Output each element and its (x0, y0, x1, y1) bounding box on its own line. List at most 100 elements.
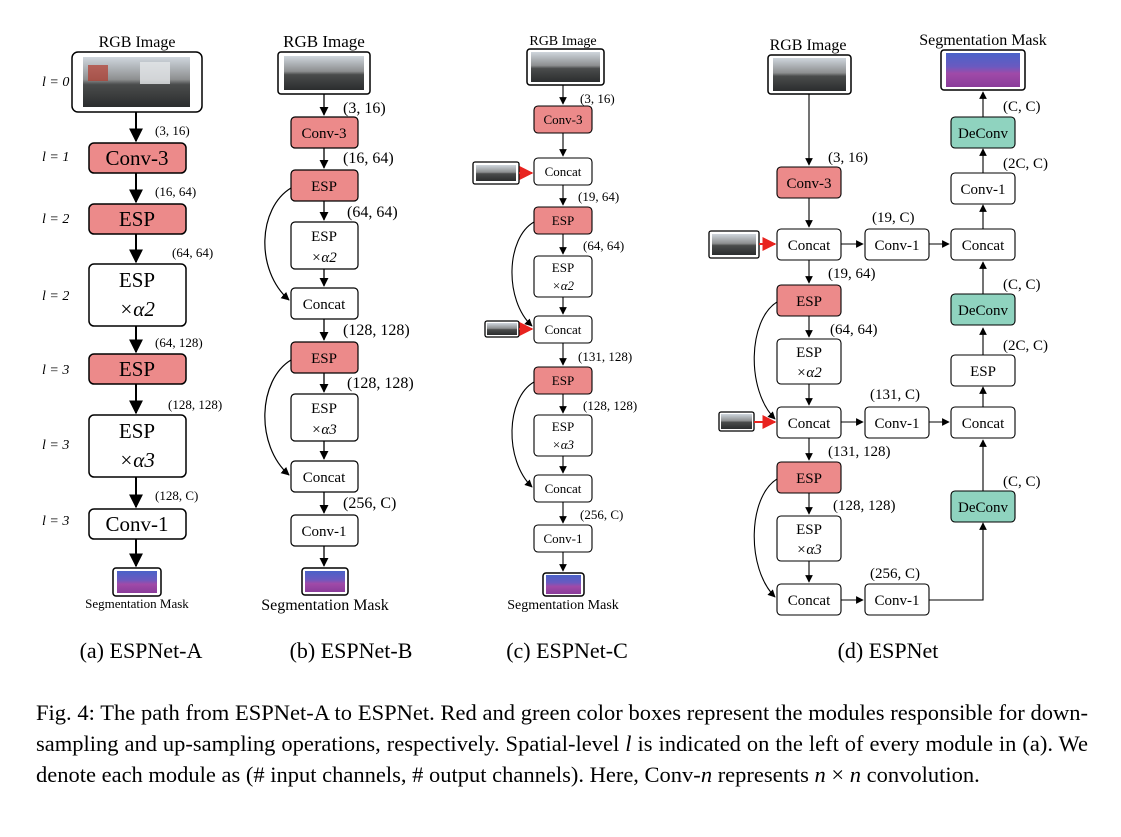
module-label: Conv-3 (302, 126, 347, 142)
channel-label: (256, C) (580, 507, 623, 522)
module-label: ×α2 (552, 278, 575, 293)
level-label: l = 3 (42, 363, 69, 378)
rgb-image-thumbnail (71, 51, 203, 113)
espnet-diagram: RGB Image l = 0 l = 1 l = 2 l = 2 l = 3 … (42, 32, 1048, 663)
channel-label: (19, 64) (578, 189, 619, 204)
module-label: ×α3 (311, 422, 337, 438)
segmentation-mask-label: Segmentation Mask (85, 596, 189, 611)
module-label: ×α2 (796, 365, 822, 381)
channel-label: (C, C) (1003, 99, 1041, 115)
channel-label: (19, C) (872, 210, 915, 226)
module-label: ESP (796, 522, 822, 538)
module-label: Conv-1 (961, 182, 1006, 198)
channel-label: (64, 128) (155, 335, 203, 350)
module-label: ESP (311, 229, 337, 245)
module-label: ESP (970, 364, 996, 380)
channel-label: (131, 128) (828, 444, 891, 460)
channel-label: (131, 128) (578, 349, 632, 364)
module-label: DeConv (958, 500, 1008, 516)
module-label: ×α3 (552, 437, 575, 452)
module-label: Conv-3 (544, 112, 583, 127)
module-label: ESP (552, 260, 574, 275)
rgb-image-label: RGB Image (99, 34, 176, 51)
panel-caption: (d) ESPNet (838, 638, 939, 663)
channel-label: (3, 16) (580, 91, 615, 106)
channel-label: (64, 64) (583, 238, 624, 253)
level-label: l = 3 (42, 438, 69, 453)
channel-label: (128, 128) (833, 498, 896, 514)
module-label: Conv-1 (875, 593, 920, 609)
esp-alpha3-module (88, 414, 187, 478)
input-image-thumbnail (708, 230, 760, 259)
module-label: ESP (552, 373, 574, 388)
module-label: Conv-3 (787, 176, 832, 192)
rgb-image-thumbnail (767, 54, 852, 95)
channel-label: (128, C) (155, 488, 198, 503)
level-label: l = 3 (42, 514, 69, 529)
input-image-thumbnail (484, 320, 520, 338)
channel-label: (131, C) (870, 387, 920, 403)
channel-label: (3, 16) (828, 150, 868, 166)
input-image-thumbnail (472, 161, 520, 185)
level-label: l = 2 (42, 289, 69, 304)
channel-label: (128, 128) (347, 375, 414, 392)
level-label: l = 1 (42, 150, 69, 165)
channel-label: (256, C) (870, 566, 920, 582)
esp-alpha2-module (88, 263, 187, 327)
module-label: DeConv (958, 303, 1008, 319)
panel-caption: (c) ESPNet-C (506, 638, 628, 663)
module-label: ×α3 (796, 542, 822, 558)
module-label: ESP (119, 207, 155, 231)
module-label: ×α2 (311, 250, 337, 266)
channel-label: (256, C) (343, 495, 396, 512)
channel-label: (16, 64) (155, 184, 196, 199)
input-image-thumbnail (718, 411, 755, 432)
module-label: ESP (119, 268, 155, 292)
segmentation-mask-thumbnail (940, 49, 1026, 91)
level-label: l = 0 (42, 75, 69, 90)
module-label: ESP (552, 419, 574, 434)
channel-label: (16, 64) (343, 150, 394, 167)
module-label: DeConv (958, 126, 1008, 142)
channel-label: (2C, C) (1003, 156, 1048, 172)
module-label: ESP (119, 419, 155, 443)
channel-label: (64, 64) (172, 245, 213, 260)
channel-label: (2C, C) (1003, 338, 1048, 354)
channel-label: (64, 64) (830, 322, 878, 338)
module-label: Conv-1 (106, 512, 169, 536)
module-label: ESP (796, 294, 822, 310)
segmentation-mask-label: Segmentation Mask (919, 32, 1047, 49)
panel-b: RGB Image (3, 16) Conv-3 (16, 64) ESP (6… (261, 32, 413, 663)
module-label: ×α3 (119, 448, 155, 472)
module-label: ESP (311, 179, 337, 195)
segmentation-mask-thumbnail (112, 567, 162, 597)
module-label: Concat (788, 416, 831, 432)
panel-d: RGB Image Segmentation Mask (3, 16) Conv… (708, 32, 1048, 663)
module-label: Conv-1 (544, 531, 583, 546)
module-label: ESP (119, 357, 155, 381)
rgb-image-label: RGB Image (770, 37, 847, 54)
figure-caption: Fig. 4: The path from ESPNet-A to ESPNet… (36, 700, 1088, 787)
segmentation-mask-label: Segmentation Mask (261, 597, 389, 614)
module-label: Concat (303, 470, 346, 486)
channel-label: (3, 16) (155, 123, 190, 138)
panel-caption: (b) ESPNet-B (290, 638, 413, 663)
module-label: ×α2 (119, 297, 155, 321)
channel-label: (19, 64) (828, 266, 876, 282)
rgb-image-thumbnail (526, 48, 605, 86)
channel-label: (128, 128) (583, 398, 637, 413)
channel-label: (128, 128) (168, 397, 222, 412)
channel-label: (3, 16) (343, 100, 386, 117)
conv3-module (88, 142, 187, 174)
rgb-image-label: RGB Image (529, 34, 596, 49)
module-label: Conv-1 (875, 416, 920, 432)
module-label: Concat (962, 238, 1005, 254)
panel-c: RGB Image (3, 16) Conv-3 Concat (19, 64)… (472, 34, 637, 663)
module-label: ESP (311, 351, 337, 367)
module-label: Concat (788, 593, 831, 609)
module-label: Conv-1 (875, 238, 920, 254)
esp-module (88, 203, 187, 235)
module-label: ESP (311, 401, 337, 417)
rgb-image-label: RGB Image (283, 32, 365, 51)
segmentation-mask-thumbnail (301, 567, 349, 596)
